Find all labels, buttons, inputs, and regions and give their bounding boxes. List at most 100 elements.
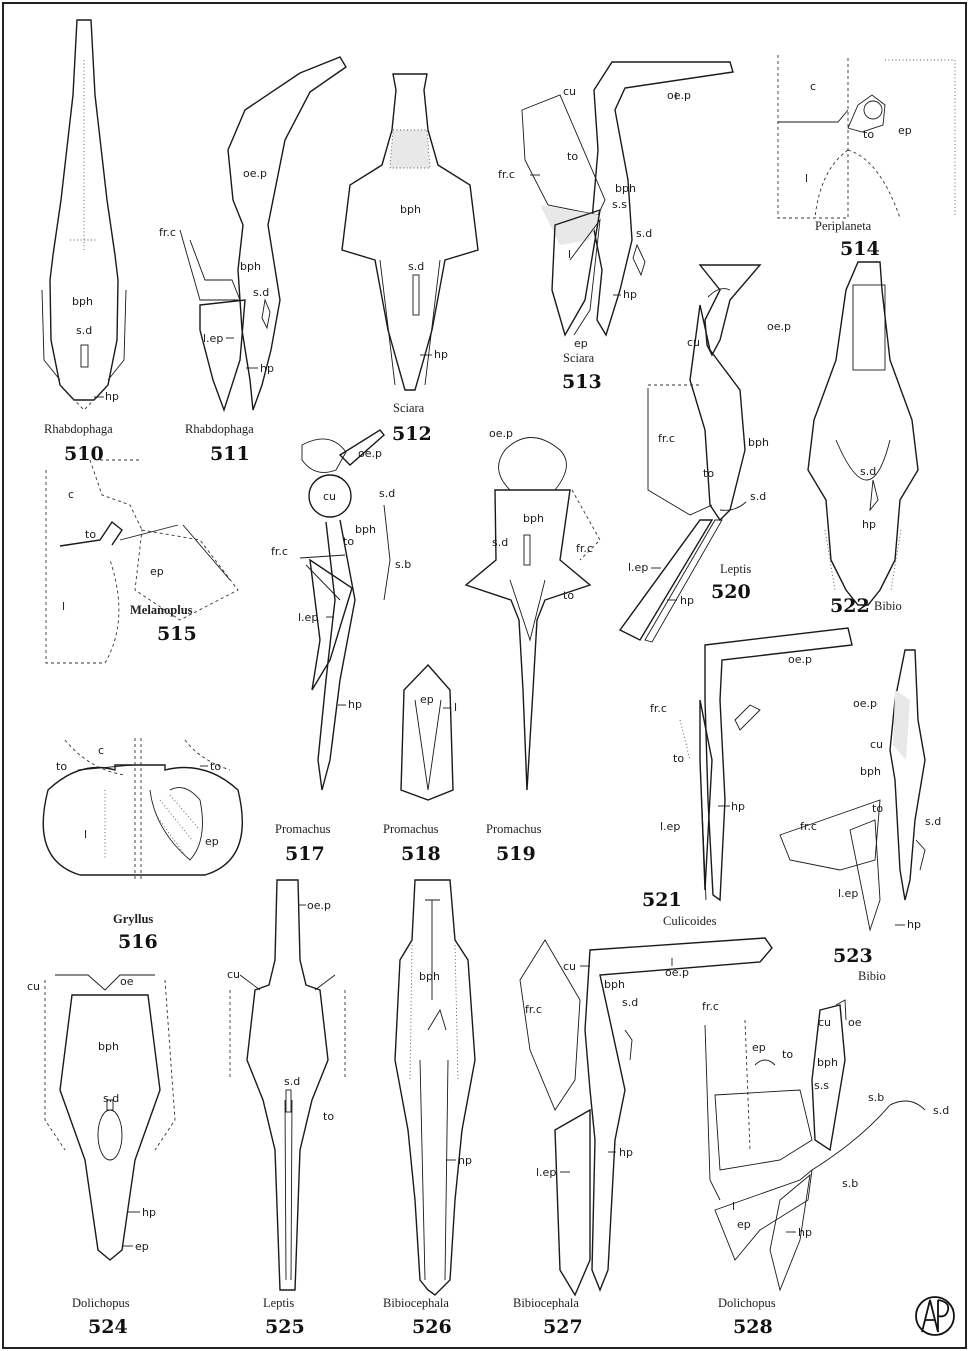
figure-524: cu oe bph s.d hp ep Dolichopus 524 (27, 975, 175, 1338)
label: l (732, 1200, 735, 1213)
label: oe.p (307, 899, 331, 912)
label: s.d (253, 286, 269, 299)
label: s.b (842, 1177, 858, 1190)
label: s.d (636, 227, 652, 240)
label: l (454, 701, 457, 714)
label: to (673, 752, 684, 765)
label: oe.p (358, 447, 382, 460)
figure-number: 514 (840, 238, 880, 260)
label: c (810, 80, 816, 93)
figure-number: 523 (833, 945, 873, 967)
label: oe.p (667, 89, 691, 102)
figure-511: oe.p fr.c bph s.d l.ep hp Rhabdophaga 51… (159, 57, 346, 465)
label: ep (752, 1041, 766, 1054)
figure-caption: Bibio (858, 969, 886, 983)
label: l (84, 828, 87, 841)
label: bph (72, 295, 93, 308)
figure-510: bph s.d hp Rhabdophaga 510 (42, 20, 126, 465)
figure-caption: Promachus (486, 822, 542, 836)
label: fr.c (658, 432, 675, 445)
label: l.ep (298, 611, 318, 624)
label: fr.c (702, 1000, 719, 1013)
label: fr.c (576, 542, 593, 555)
label: cu (818, 1016, 831, 1029)
figure-523: oe.p cu bph to fr.c s.d l.ep hp 523 Bibi… (780, 650, 941, 983)
label: cu (227, 968, 240, 981)
label: cu (687, 336, 700, 349)
figure-518: ep l Promachus 518 (383, 665, 457, 865)
figure-caption: Melanoplus (130, 603, 193, 617)
figure-number: 525 (265, 1316, 305, 1338)
label: fr.c (498, 168, 515, 181)
figure-number: 527 (543, 1316, 583, 1338)
label: l (805, 172, 808, 185)
figure-number: 521 (642, 889, 682, 911)
label: l (62, 600, 65, 613)
label: l.ep (660, 820, 680, 833)
figure-527: cu oe.p bph s.d fr.c l.ep hp Bibiocephal… (513, 938, 772, 1338)
label: to (56, 760, 67, 773)
figure-caption: Bibiocephala (383, 1296, 449, 1310)
label: bph (400, 203, 421, 216)
label: l.ep (203, 332, 223, 345)
label: oe.p (767, 320, 791, 333)
label: l.ep (628, 561, 648, 574)
figure-522: s.d hp 522 Bibio (808, 262, 918, 617)
label: s.s (814, 1079, 829, 1092)
figure-number: 512 (392, 423, 432, 445)
figure-caption: Promachus (383, 822, 439, 836)
label: hp (907, 918, 921, 931)
figure-caption: Promachus (275, 822, 331, 836)
figure-number: 526 (412, 1316, 452, 1338)
label: oe.p (853, 697, 877, 710)
label: to (782, 1048, 793, 1061)
label: s.d (379, 487, 395, 500)
label: hp (434, 348, 448, 361)
label: s.b (395, 558, 411, 571)
label: bph (860, 765, 881, 778)
label: hp (260, 362, 274, 375)
label: s.d (622, 996, 638, 1009)
label: l (568, 248, 571, 261)
label: s.d (860, 465, 876, 478)
label: ep (205, 835, 219, 848)
figure-number: 524 (88, 1316, 128, 1338)
label: cu (563, 960, 576, 973)
monogram-seal (916, 1297, 954, 1335)
label: oe.p (489, 427, 513, 440)
figure-number: 528 (733, 1316, 773, 1338)
figure-number: 519 (496, 843, 536, 865)
label: hp (623, 288, 637, 301)
label: to (703, 467, 714, 480)
label: ep (574, 337, 588, 350)
label: cu (563, 85, 576, 98)
figure-number: 516 (118, 931, 158, 953)
figure-528: fr.c cu oe ep to bph s.s s.b s.d s.b l e… (702, 1000, 949, 1338)
label: hp (680, 594, 694, 607)
label: hp (798, 1226, 812, 1239)
label: s.d (103, 1092, 119, 1105)
figure-515: c to ep l Melanoplus 515 (46, 460, 238, 663)
label: to (872, 802, 883, 815)
figure-caption: Bibio (874, 599, 902, 613)
label: to (85, 528, 96, 541)
label: bph (615, 182, 636, 195)
label: c (68, 488, 74, 501)
label: cu (323, 490, 336, 503)
plate-border (3, 3, 966, 1348)
label: l.ep (536, 1166, 556, 1179)
figure-number: 515 (157, 623, 197, 645)
label: to (323, 1110, 334, 1123)
figure-caption: Culicoides (663, 914, 717, 928)
label: fr.c (159, 226, 176, 239)
label: hp (105, 390, 119, 403)
figure-number: 513 (562, 371, 602, 393)
label: fr.c (271, 545, 288, 558)
figure-525: oe.p cu s.d to Leptis 525 (227, 880, 345, 1338)
figure-number: 511 (210, 443, 250, 465)
figure-number: 517 (285, 843, 325, 865)
label: bph (817, 1056, 838, 1069)
label: hp (731, 800, 745, 813)
label: s.d (76, 324, 92, 337)
